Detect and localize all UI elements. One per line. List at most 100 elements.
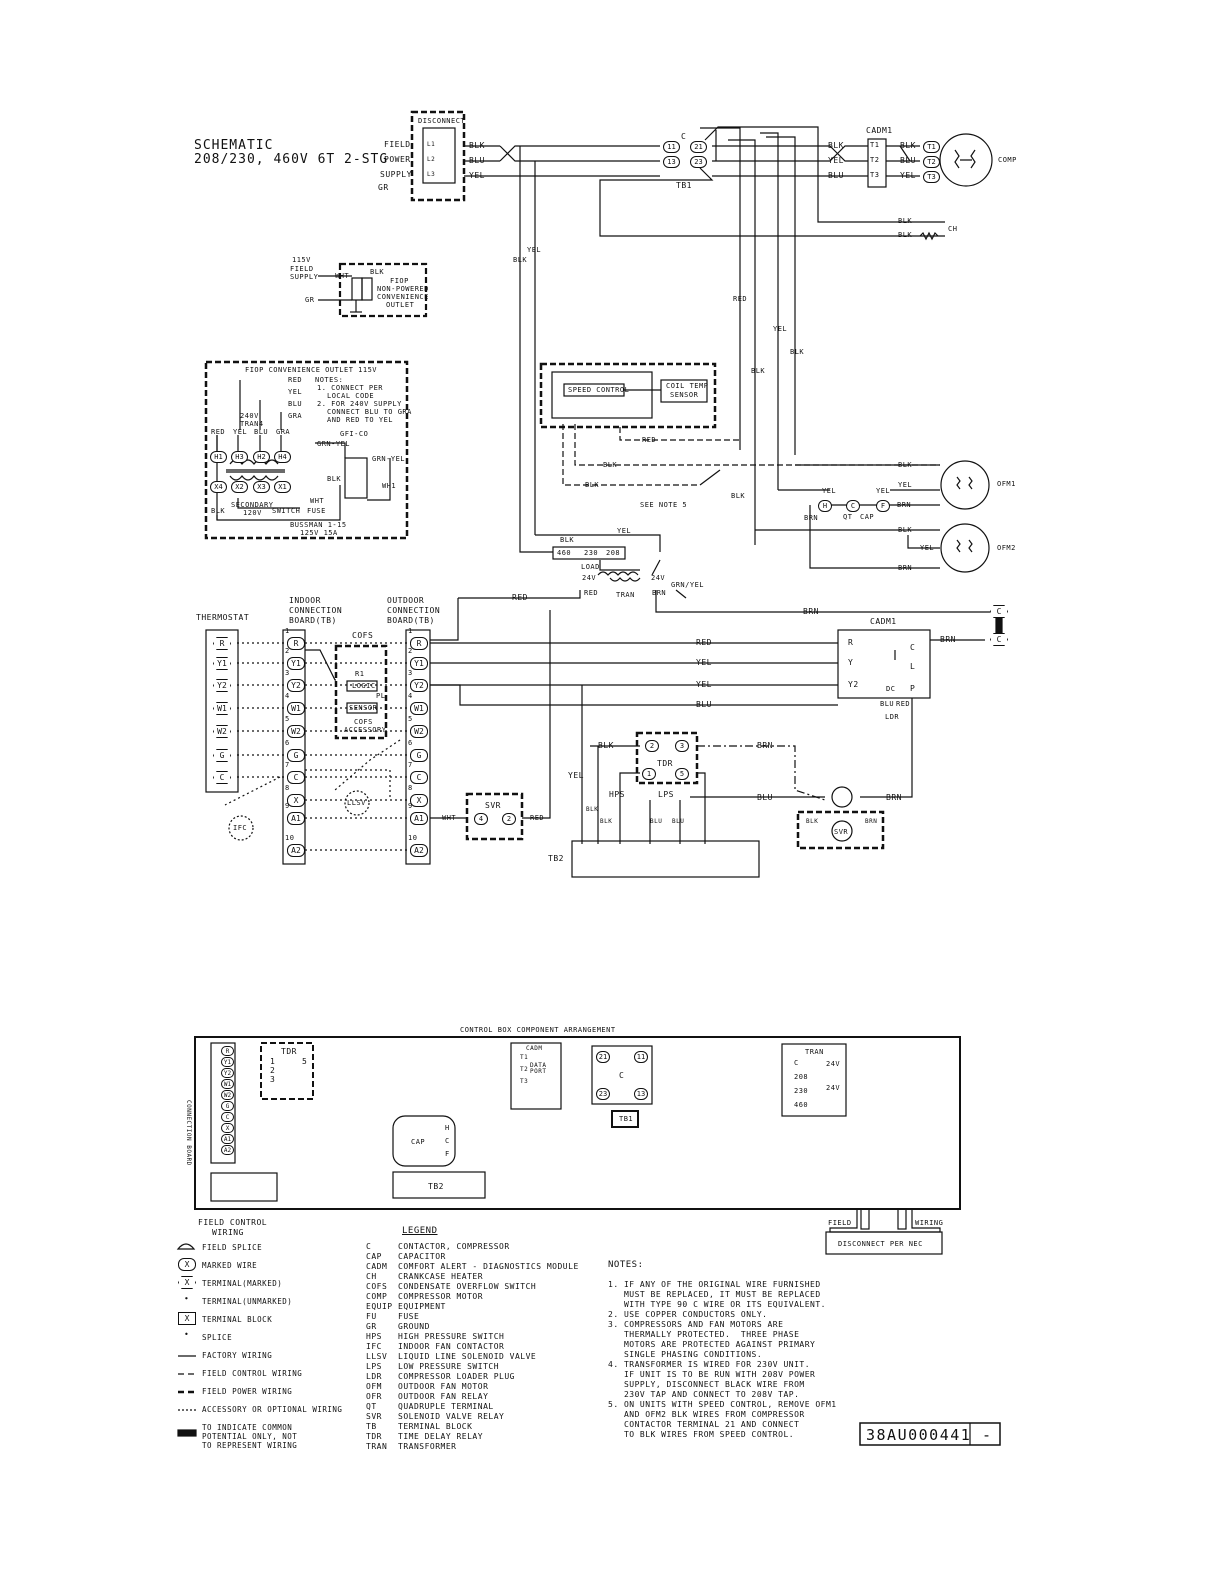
coil-temp-label: COIL TEMP [666,382,709,390]
cb-cadm: CADM [526,1045,543,1052]
low-brn: BRN [757,741,773,750]
fiop-h3: H3 [231,451,248,463]
thermostat-g: G [213,749,231,762]
legend-abbr: EQUIP [366,1302,393,1311]
tb1-label: TB1 [676,181,692,190]
cb-cap-f: F [445,1150,450,1158]
cadm1-low-r: R [848,638,854,647]
cadm1-low-y2: Y2 [848,680,859,689]
fiop-note-1b: LOCAL CODE [327,392,375,400]
note-line: 2. USE COPPER CONDUCTORS ONLY. [608,1310,768,1319]
mid-blk: BLK [513,256,528,264]
fan-cap: CAP [860,513,875,521]
legend-desc: TERMINAL BLOCK [398,1422,473,1431]
legend-abbr: C [366,1242,372,1251]
cofs-sensor: SENSOR [349,704,378,712]
comp-terminal-t1: T1 [923,141,940,153]
cb-contactor-21: 21 [596,1051,610,1063]
legend-desc: HIGH PRESSURE SWITCH [398,1332,505,1341]
thermostat-w1: W1 [213,702,231,715]
legend-abbr: OFR [366,1392,382,1401]
cb-tb1: TB1 [619,1115,634,1123]
indoor-terminal-a1: A1 [287,812,305,825]
tdr-terminal-3: 3 [675,740,689,752]
note-line: 230V TAP AND CONNECT TO 208V TAP. [608,1390,800,1399]
cb-board-terminal-c: C [221,1112,234,1122]
wire-blu: BLU [469,156,485,165]
cadm1-low-ldr: LDR [885,713,900,721]
cadm1-low-l: L [910,662,916,671]
legend-desc: TIME DELAY RELAY [398,1432,484,1441]
svr-blk: BLK [806,818,819,825]
switch-blu: BLU [650,818,663,825]
mid-blk-4: BLK [603,461,618,469]
indoor-num-5: 5 [285,715,290,723]
fan-blk-2: BLK [898,526,913,534]
cb-board-terminal-x: X [221,1123,234,1133]
mid-blk-7: BLK [560,536,575,544]
schematic-title: SCHEMATIC [194,138,274,153]
tb2-label: TB2 [548,854,564,863]
thermostat-r: R [213,637,231,650]
marked-wire-symbol: X [178,1258,196,1271]
legend-desc: SOLENOID VALVE RELAY [398,1412,505,1421]
fiop-secondary-v: 120V [243,509,262,517]
legend-abbr: LPS [366,1362,382,1371]
legend-abbr: SVR [366,1412,382,1421]
contactor-terminal-11: 11 [663,141,680,153]
fiop-bussman: BUSSMAN 1-15 [290,521,347,529]
note-line: IF UNIT IS TO BE RUN WITH 208V POWER [608,1370,816,1379]
cb-tran: TRAN [805,1048,824,1056]
fan-yel-3: YEL [898,481,913,489]
tap-460: 460 [557,549,572,557]
outlet-115v: 115V [292,256,311,264]
tran-load: LOAD [581,563,600,571]
cb-cadm-port: PORT [530,1068,547,1075]
fiop-tran-label: TRAN4 [240,420,264,428]
indoor-terminal-c: C [287,771,305,784]
fiop-wire-gra: GRA [288,412,303,420]
symbols-title-2: WIRING [212,1228,244,1237]
symbol-item: FIELD SPLICE [202,1243,263,1252]
outlet-field: FIELD [290,265,314,273]
legend-desc: CRANKCASE HEATER [398,1272,484,1281]
cb-tb2: TB2 [428,1182,444,1191]
fan-brn-3: BRN [804,514,819,522]
contactor-terminal-23: 23 [690,156,707,168]
terminal-l2: L2 [427,156,436,163]
outdoor-terminal-w1: W1 [410,702,428,715]
outdoor-terminal-w2: W2 [410,725,428,738]
low-yel-2: YEL [696,680,712,689]
fan-f-term: F [876,500,890,512]
speed-control-label: SPEED CONTROL [568,386,630,394]
outdoor-num-7: 7 [408,761,413,769]
c-terminal-upper: C [990,605,1008,618]
tran-24v-b: 24V [651,574,666,582]
switch-blu-2: BLU [672,818,685,825]
outdoor-num-2: 2 [408,647,413,655]
fiop-h2: H2 [253,451,270,463]
field-label: FIELD [384,140,411,149]
note-line: THERMALLY PROTECTED. THREE PHASE [608,1330,800,1339]
thermostat-c: C [213,771,231,784]
fiop-x4: X4 [210,481,227,493]
hps-label: HPS [609,790,625,799]
supply-label: SUPPLY [380,170,412,179]
fiop-blk-bottom: BLK [211,507,226,515]
indoor-terminal-g: G [287,749,305,762]
cadm1-in-blk: BLK [828,141,844,150]
outlet-blk: BLK [370,268,385,276]
cb-tdr-5: 5 [302,1057,308,1066]
legend-abbr: LDR [366,1372,382,1381]
outdoor-terminal-x: X [410,794,428,807]
legend-abbr: COFS [366,1282,388,1291]
note-line: MUST BE REPLACED, IT MUST BE REPLACED [608,1290,821,1299]
contactor-terminal-13: 13 [663,156,680,168]
cadm1-low-dc: DC [886,685,896,693]
outdoor-terminal-c: C [410,771,428,784]
outdoor-num-3: 3 [408,669,413,677]
cadm1-out-blk: BLK [900,141,916,150]
cb-board-terminal-a2: A2 [221,1145,234,1155]
symbols-title-1: FIELD CONTROL [198,1218,268,1227]
fan-blk: BLK [898,461,913,469]
